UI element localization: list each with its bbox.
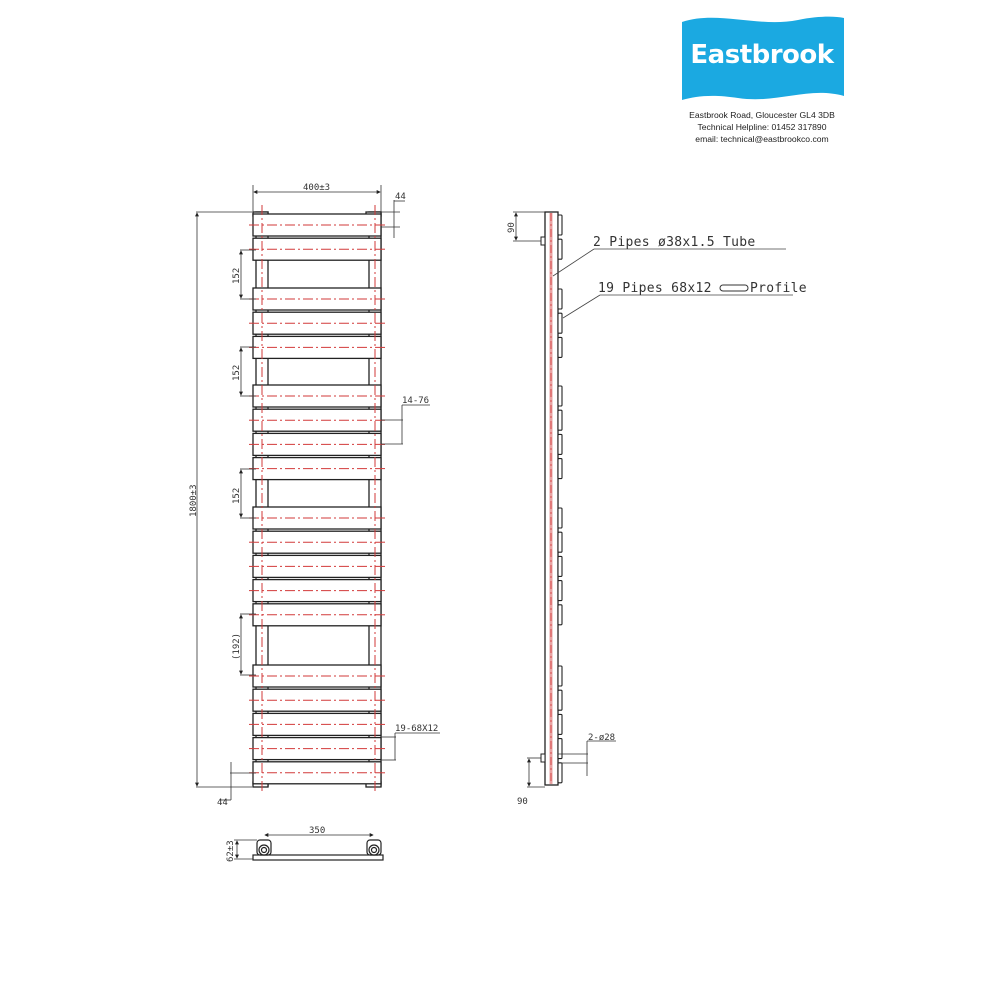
plan-right-bracket [366, 839, 382, 856]
side-bar [557, 738, 563, 760]
side-bar [557, 507, 563, 529]
side-bar [557, 555, 563, 577]
side-bar [557, 312, 563, 334]
bar-pitch-dimension [381, 404, 430, 445]
plan-view: 350 62±3 [226, 826, 384, 862]
connection-label: 2-ø28 [588, 733, 615, 743]
bar-spec-dimension [381, 732, 440, 761]
side-bar [557, 214, 563, 236]
side-view: 90 90 2-ø28 2 Pipes ø38x1.5 Tube 19 Pipe… [507, 211, 807, 807]
plan-depth-dimension [234, 839, 257, 860]
plan-depth-label: 62±3 [226, 840, 236, 862]
eastbrook-logo-block: Eastbrook Eastbrook Road, Gloucester GL4… [678, 12, 846, 145]
side-bar [557, 713, 563, 735]
tube-leader [552, 248, 786, 277]
side-bar [557, 665, 563, 687]
side-bar [557, 409, 563, 431]
plan-centers-label: 350 [309, 826, 325, 836]
width-dimension [252, 185, 382, 212]
bottom-bracket-label: 90 [517, 797, 528, 807]
side-bar [557, 762, 563, 784]
side-bars [557, 214, 563, 784]
side-bar [557, 238, 563, 260]
top-offset-dimension [381, 200, 405, 238]
profile-label-prefix: 19 Pipes 68x12 [598, 281, 712, 296]
top-offset-label: 44 [395, 192, 406, 202]
connection-dimension [558, 740, 616, 776]
front-vertical-centerlines [261, 205, 376, 792]
side-bar [557, 458, 563, 480]
top-bracket-label: 90 [507, 222, 517, 233]
front-bars [249, 213, 385, 785]
brand-address: Eastbrook Road, Gloucester GL4 3DB [689, 110, 835, 120]
gap-dim-4: (192) [232, 633, 242, 660]
height-dimension [195, 211, 252, 788]
side-bar [557, 433, 563, 455]
gap-dim-2: 152 [232, 365, 242, 381]
height-dim-label: 1800±3 [189, 484, 199, 517]
brand-email: email: technical@eastbrookco.com [695, 134, 829, 144]
side-bar [557, 531, 563, 553]
side-bar [557, 580, 563, 602]
gap-dim-3: 152 [232, 488, 242, 504]
bottom-offset-dimension [220, 762, 256, 801]
brand-contact: Eastbrook Road, Gloucester GL4 3DB Techn… [678, 109, 846, 145]
top-bracket-dimension [513, 211, 545, 242]
side-bar [557, 604, 563, 626]
brand-helpline: Technical Helpline: 01452 317890 [697, 122, 827, 132]
side-bar [557, 288, 563, 310]
bottom-bracket-boss [540, 753, 546, 763]
plan-wall-plate [252, 854, 384, 861]
logo-wave-banner [682, 16, 844, 100]
gap-dim-1: 152 [232, 268, 242, 284]
profile-leader [562, 294, 793, 319]
bar-spec-label: 19-68X12 [395, 724, 438, 734]
side-bar [557, 385, 563, 407]
gap-dimensions [239, 249, 256, 676]
plan-left-bracket [256, 839, 272, 856]
profile-section-icon [719, 284, 749, 292]
bottom-bracket-dimension [527, 757, 545, 788]
width-dim-label: 400±3 [303, 183, 330, 193]
tube-label: 2 Pipes ø38x1.5 Tube [593, 235, 756, 250]
bottom-offset-label: 44 [217, 798, 228, 808]
side-bar [557, 689, 563, 711]
profile-label-suffix: Profile [750, 281, 807, 296]
bar-pitch-label: 14-76 [402, 396, 429, 406]
top-bracket-boss [540, 236, 546, 246]
side-bar [557, 336, 563, 358]
front-view: 400±3 44 1800±3 [189, 183, 440, 808]
brand-name: Eastbrook [690, 40, 834, 70]
